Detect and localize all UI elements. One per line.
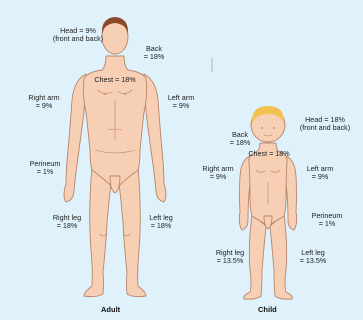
child-chest-label: Chest = 18% <box>240 150 298 158</box>
adult-perineum-label: Perineum= 1% <box>23 160 67 176</box>
child-head-label: Head = 18%(front and back) <box>290 116 360 132</box>
child-caption: Child <box>258 305 277 314</box>
child-back-label: Back= 18% <box>219 131 261 147</box>
child-left-arm-label: Left arm= 9% <box>298 165 342 181</box>
adult-back-label: Back= 18% <box>133 45 175 61</box>
adult-left-leg-label: Left leg= 18% <box>138 214 184 230</box>
adult-caption: Adult <box>101 305 120 314</box>
adult-chest-label: Chest = 18% <box>85 76 145 84</box>
child-perineum-label: Perineum= 1% <box>304 212 350 228</box>
adult-right-leg-label: Right leg= 18% <box>44 214 90 230</box>
adult-head-label: Head = 9%(front and back) <box>40 27 116 43</box>
adult-right-arm-label: Right arm= 9% <box>20 94 68 110</box>
child-right-arm-label: Right arm= 9% <box>194 165 242 181</box>
child-left-leg-label: Left leg= 13.5% <box>290 249 336 265</box>
adult-left-arm-label: Left arm= 9% <box>160 94 202 110</box>
child-right-leg-label: Right leg= 13.5% <box>208 249 252 265</box>
